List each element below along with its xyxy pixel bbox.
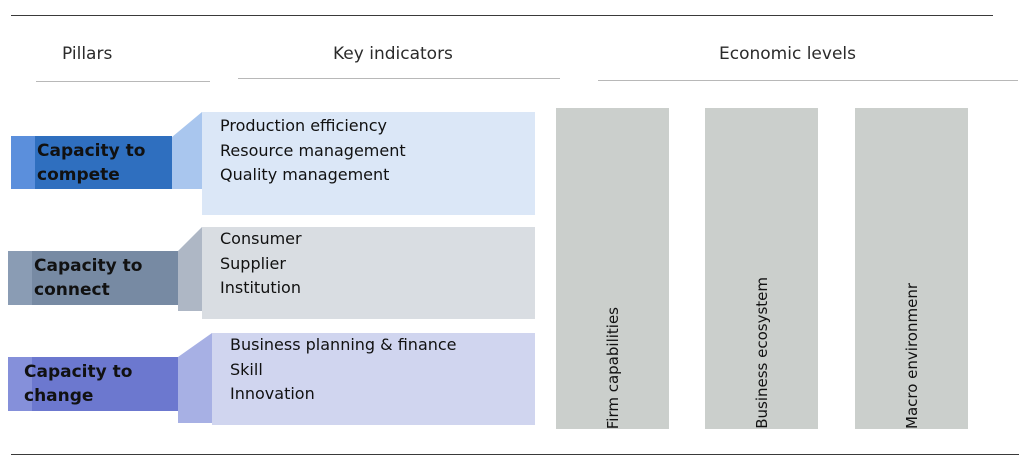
indicator-item: Institution (220, 278, 301, 297)
indicator-group-connect: Consumer Supplier Institution (202, 227, 535, 319)
indicator-item: Production efficiency (220, 116, 388, 135)
header-underline-indicators (238, 78, 560, 79)
pillar-label: Capacity to connect (34, 256, 143, 300)
indicator-item: Innovation (230, 384, 315, 403)
pillar-capacity-to-change: Capacity to change (8, 357, 178, 411)
header-economic-levels: Economic levels (719, 44, 856, 64)
pillar-connector (178, 227, 202, 311)
header-underline-levels (598, 80, 1018, 81)
pillar-label: Capacity to compete (37, 141, 146, 185)
economic-level-business-ecosystem: Business ecosystem (705, 108, 818, 429)
pillar-connector (178, 333, 212, 423)
header-pillars: Pillars (62, 44, 113, 64)
indicator-item: Skill (230, 359, 263, 379)
pillar-connector (172, 112, 202, 189)
header-key-indicators: Key indicators (333, 44, 453, 64)
top-rule (11, 15, 993, 16)
economic-level-label: Firm capabilities (603, 306, 622, 429)
pillar-capacity-to-compete: Capacity to compete (11, 136, 172, 189)
economic-level-firm-capabilities: Firm capabilities (556, 108, 669, 429)
pillar-label: Capacity to change (24, 362, 133, 406)
bottom-rule (11, 454, 1019, 455)
indicator-item: Resource management (220, 140, 406, 160)
indicator-group-compete: Production efficiency Resource managemen… (202, 112, 535, 215)
economic-level-label: Macro environmenr (902, 283, 921, 429)
indicator-item: Supplier (220, 253, 286, 273)
economic-level-label: Business ecosystem (752, 277, 771, 429)
header-underline-pillars (36, 81, 210, 82)
indicator-group-change: Business planning & finance Skill Innova… (212, 333, 535, 425)
indicator-item: Quality management (220, 165, 390, 184)
pillar-capacity-to-connect: Capacity to connect (8, 251, 178, 305)
indicator-item: Business planning & finance (230, 335, 457, 354)
economic-level-macro-environment: Macro environmenr (855, 108, 968, 429)
indicator-item: Consumer (220, 229, 302, 248)
